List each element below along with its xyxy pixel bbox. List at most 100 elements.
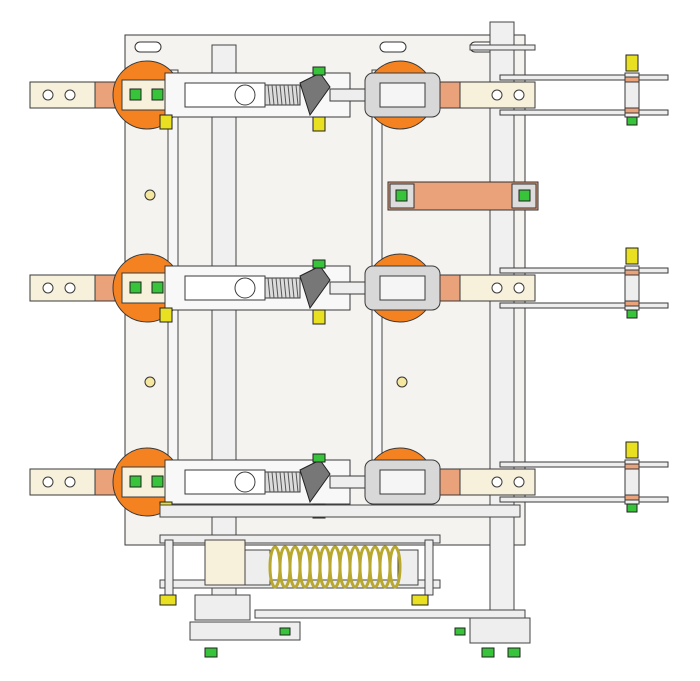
busbar-hole	[42, 89, 54, 101]
busbar-hole	[491, 476, 503, 488]
closing-spring	[268, 545, 402, 589]
top-nut	[312, 66, 326, 76]
copper-terminal	[94, 468, 116, 496]
mount-hole	[144, 376, 156, 388]
copper-terminal	[94, 81, 116, 109]
link-washer	[624, 463, 640, 470]
spring-coil	[287, 471, 291, 493]
copper-terminal	[94, 274, 116, 302]
mount-hole	[144, 189, 156, 201]
pivot	[234, 277, 256, 299]
copper-bracket	[387, 181, 539, 211]
link-bar	[499, 302, 669, 309]
spring-coil	[283, 277, 287, 299]
spring-coil	[275, 471, 279, 493]
busbar-hole	[64, 282, 76, 294]
contact-spring	[264, 277, 301, 299]
insulator-nut	[159, 114, 173, 130]
copper-terminal	[439, 468, 461, 496]
link-washer	[624, 269, 640, 276]
contact-fingers	[379, 82, 426, 108]
spring-coil	[295, 84, 299, 106]
contact-spring	[264, 471, 301, 493]
insulator-nut	[159, 307, 173, 323]
spring-coil	[291, 277, 295, 299]
link-bar	[499, 109, 669, 116]
pivot	[234, 84, 256, 106]
left-shaft	[211, 44, 237, 606]
busbar-hole	[42, 476, 54, 488]
spring-coil	[287, 84, 291, 106]
spring-coil	[287, 277, 291, 299]
wedge	[299, 459, 331, 504]
spring-coil	[283, 84, 287, 106]
link-bar	[499, 496, 669, 503]
top-nut	[312, 259, 326, 269]
busbar-hole	[491, 89, 503, 101]
link-nut	[625, 54, 639, 72]
spring-coil	[267, 277, 271, 299]
spring-coil	[291, 471, 295, 493]
link-bar	[499, 267, 669, 274]
wedge	[299, 265, 331, 310]
spring-coil	[271, 277, 275, 299]
spring-coil	[271, 84, 275, 106]
bolt-nut	[151, 281, 164, 294]
top-slot-middle	[379, 41, 407, 53]
busbar-hole	[64, 476, 76, 488]
bolt-nut	[151, 88, 164, 101]
bolt-nut	[129, 88, 142, 101]
bolt-nut	[151, 475, 164, 488]
contact-spring	[264, 84, 301, 106]
spring-coil	[295, 277, 299, 299]
link-nut	[626, 503, 638, 513]
right-shaft	[489, 21, 515, 623]
link-bar	[499, 74, 669, 81]
operating-mechanism	[159, 504, 531, 658]
link-bar	[499, 461, 669, 468]
busbar-hole	[513, 89, 525, 101]
contact-fingers	[379, 469, 426, 495]
busbar-hole	[64, 89, 76, 101]
link-washer	[624, 76, 640, 83]
link-nut	[626, 309, 638, 319]
spring-coil	[279, 84, 283, 106]
spring-coil	[291, 84, 295, 106]
mount-hole	[396, 376, 408, 388]
spring-coil	[275, 84, 279, 106]
spring-coil	[267, 471, 271, 493]
phase-middle	[29, 247, 669, 325]
phase-bottom	[29, 441, 669, 519]
pivot	[234, 471, 256, 493]
top-link-bar	[469, 44, 536, 51]
busbar-hole	[513, 282, 525, 294]
busbar-hole	[491, 282, 503, 294]
insulator-nut	[312, 309, 326, 325]
copper-terminal	[439, 81, 461, 109]
contact-fingers	[379, 275, 426, 301]
spring-coil	[279, 277, 283, 299]
busbar-hole	[513, 476, 525, 488]
insulator-nut	[312, 116, 326, 132]
link-washer	[624, 300, 640, 307]
busbar-hole	[42, 282, 54, 294]
spring-coil	[275, 277, 279, 299]
bolt-nut	[129, 475, 142, 488]
link-washer	[624, 107, 640, 114]
top-nut	[312, 453, 326, 463]
spring-coil	[271, 471, 275, 493]
wedge	[299, 72, 331, 117]
spring-coil	[388, 545, 402, 589]
spring-coil	[295, 471, 299, 493]
link-nut	[626, 116, 638, 126]
link-nut	[625, 441, 639, 459]
link-washer	[624, 494, 640, 501]
bolt-nut	[129, 281, 142, 294]
spring-coil	[283, 471, 287, 493]
phase-top	[29, 54, 669, 132]
spring-coil	[267, 84, 271, 106]
spring-coil	[279, 471, 283, 493]
copper-terminal	[439, 274, 461, 302]
